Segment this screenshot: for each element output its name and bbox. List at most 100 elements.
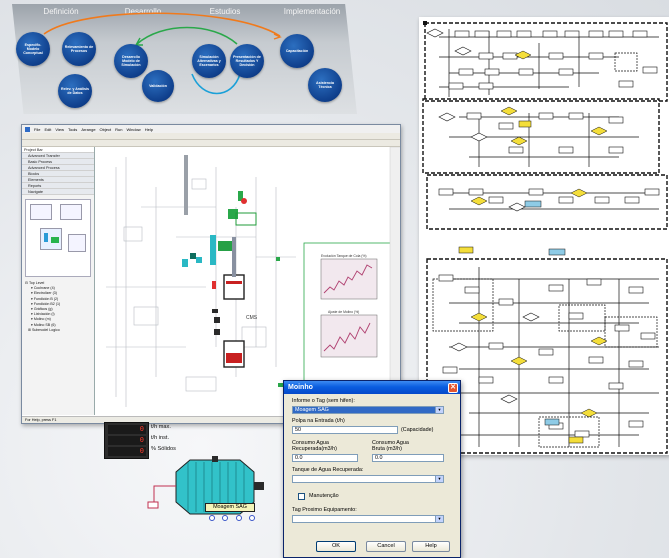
- polpa-suffix: (Capacidade): [401, 427, 434, 433]
- manutencao-label: Manutenção: [309, 493, 339, 499]
- ok-button[interactable]: OK: [316, 541, 356, 552]
- label-tph-max: t/h max.: [151, 424, 171, 430]
- port-circle-icon[interactable]: [222, 515, 229, 521]
- tag-select[interactable]: Moagem SAG ▼: [292, 406, 444, 414]
- led-solids: 0: [108, 447, 146, 456]
- label-solids: % Sólidos: [151, 446, 176, 452]
- moinho-dialog: Moinho ✕ Informe o Tag (sem hifen): Moag…: [283, 380, 461, 558]
- chart-panel: Evolución Tanque de Cola (%) Ajuste de M…: [303, 242, 400, 384]
- mill-name-label: Moagem SAG: [205, 503, 255, 512]
- mill-port-icons: [209, 515, 255, 523]
- chevron-down-icon[interactable]: ▼: [435, 516, 443, 522]
- bubble-presentacion-resultados: Presentación de Resultados Y Decisión: [230, 44, 264, 78]
- port-circle-icon[interactable]: [248, 515, 255, 521]
- status-bar: For Help, press F1: [22, 416, 400, 423]
- bubble-validacion: Validación: [142, 70, 174, 102]
- polpa-label: Polpa na Entrada (t/h): [292, 418, 345, 424]
- cms-label: CMS: [246, 315, 258, 321]
- menu-object[interactable]: Object: [99, 126, 112, 132]
- tree-item[interactable]: ▾ Fundición B (2): [31, 296, 59, 301]
- navigate-thumbnails: [25, 199, 91, 277]
- panel-elements[interactable]: Elements: [22, 177, 94, 183]
- tree-item[interactable]: ▾ Gráficos (g): [31, 307, 53, 312]
- thumbnail-view[interactable]: [30, 204, 52, 220]
- model-canvas[interactable]: CMS Evolución Tanque de Cola (%) Ajuste …: [96, 147, 401, 415]
- phase-title: Desarrollo: [124, 7, 162, 16]
- project-bar-title: Project Bar: [22, 147, 94, 153]
- manutencao-checkbox[interactable]: [298, 493, 305, 500]
- port-circle-icon[interactable]: [235, 515, 242, 521]
- help-button[interactable]: Help: [412, 541, 450, 552]
- process-symbols: [182, 155, 284, 387]
- thumbnail-view[interactable]: [68, 234, 86, 252]
- sag-mill-symbol[interactable]: [138, 456, 280, 524]
- cancel-button[interactable]: Cancel: [366, 541, 406, 552]
- arrow-orange: [43, 12, 281, 37]
- menu-run[interactable]: Run: [115, 126, 123, 132]
- tag-label: Informe o Tag (sem hifen):: [292, 398, 355, 404]
- dialog-title: Moinho: [288, 384, 313, 391]
- label-tph-inst: t/h inst.: [151, 435, 170, 441]
- panel-advanced-transfer[interactable]: Advanced Transfer: [22, 153, 94, 159]
- panel-navigate[interactable]: Navigate: [22, 189, 94, 195]
- tree-root[interactable]: ⊟ Top Level: [25, 281, 45, 285]
- arrow-blue: [191, 73, 241, 95]
- menu-help[interactable]: Help: [144, 126, 153, 132]
- tanque-label: Tanque de Agua Recuperada:: [292, 467, 364, 473]
- panel-advanced-process[interactable]: Advanced Process: [22, 165, 94, 171]
- thumbnail-view[interactable]: [40, 228, 62, 250]
- menu-file[interactable]: File: [34, 126, 41, 132]
- tree-item[interactable]: ▾ Lixiviación (l): [31, 312, 55, 317]
- phase-title: Estudios: [209, 7, 241, 16]
- chevron-down-icon[interactable]: ▼: [435, 407, 443, 413]
- menu-view[interactable]: View: [55, 126, 64, 132]
- arena-simulation-window: File Edit View Tools Arrange Object Run …: [21, 124, 401, 424]
- dialog-titlebar[interactable]: Moinho ✕: [284, 381, 460, 394]
- panel-basic-process[interactable]: Basic Process: [22, 159, 94, 165]
- flow-highlighted-nodes: [458, 50, 608, 444]
- dialog-body: Informe o Tag (sem hifen): Moagem SAG ▼ …: [284, 394, 460, 558]
- mill-display-panel: 0 0 0: [104, 422, 149, 459]
- toolbar-draw: [22, 140, 400, 152]
- tree-item[interactable]: ▾ Molino SB (6): [31, 322, 56, 327]
- thumbnail-view[interactable]: [60, 204, 82, 220]
- bubble-analisis-datos: Relev. y Análisis de Datos: [58, 74, 92, 108]
- toolbar-standard: [22, 133, 400, 145]
- panel-reports[interactable]: Reports: [22, 183, 94, 189]
- led-tph-max: 0: [108, 425, 146, 434]
- chart-title-1: Evolución Tanque de Cola (%): [321, 254, 367, 258]
- phase-title: Definición: [43, 7, 79, 16]
- tanque-select[interactable]: ▼: [292, 475, 444, 483]
- tree-item[interactable]: ▾ Electrolizer (3): [31, 291, 57, 296]
- bruta-input[interactable]: 0.0: [372, 454, 444, 462]
- panel-blocks[interactable]: Blocks: [22, 171, 94, 177]
- arrow-green: [136, 26, 238, 45]
- port-circle-icon[interactable]: [209, 515, 215, 521]
- tree-item[interactable]: ▾ Molino (m): [31, 317, 51, 322]
- corner-mark: [423, 21, 427, 25]
- menu-arrange[interactable]: Arrange: [81, 126, 96, 132]
- project-bar: Project Bar Advanced Transfer Basic Proc…: [22, 147, 95, 415]
- chevron-down-icon[interactable]: ▼: [435, 476, 443, 482]
- bruta-label: Consumo Agua Bruta (m3/h): [372, 440, 409, 452]
- bubble-capacitacion: Capacitación: [280, 34, 314, 68]
- close-icon[interactable]: ✕: [448, 382, 458, 393]
- menu-tools[interactable]: Tools: [67, 126, 78, 132]
- flowchart-canvas: [422, 21, 668, 454]
- phase-title: Implementación: [283, 7, 341, 16]
- phase-arrows: [43, 12, 282, 95]
- tree-item[interactable]: ▾ Fundición B2 (1): [31, 301, 61, 306]
- bubble-relevamiento-procesos: Relevamiento de Procesos: [62, 32, 96, 66]
- menu-edit[interactable]: Edit: [44, 126, 52, 132]
- rec-input[interactable]: 0.0: [292, 454, 358, 462]
- polpa-input[interactable]: 50: [292, 426, 398, 434]
- tree-item[interactable]: ⊞ Submodel Logico: [28, 327, 60, 332]
- menu-window[interactable]: Window: [126, 126, 141, 132]
- bubble-especific-modelo: Especific. Modelo Conceptual: [16, 32, 50, 66]
- vertical-scrollbar: [389, 147, 400, 415]
- tag-proximo-select[interactable]: ▼: [292, 515, 444, 523]
- led-tph-inst: 0: [108, 436, 146, 445]
- chart-title-2: Ajuste de Molino (%): [328, 310, 359, 314]
- tree-item[interactable]: ▾ Cochrane (4): [31, 286, 55, 291]
- feed-port-icon: [147, 501, 159, 509]
